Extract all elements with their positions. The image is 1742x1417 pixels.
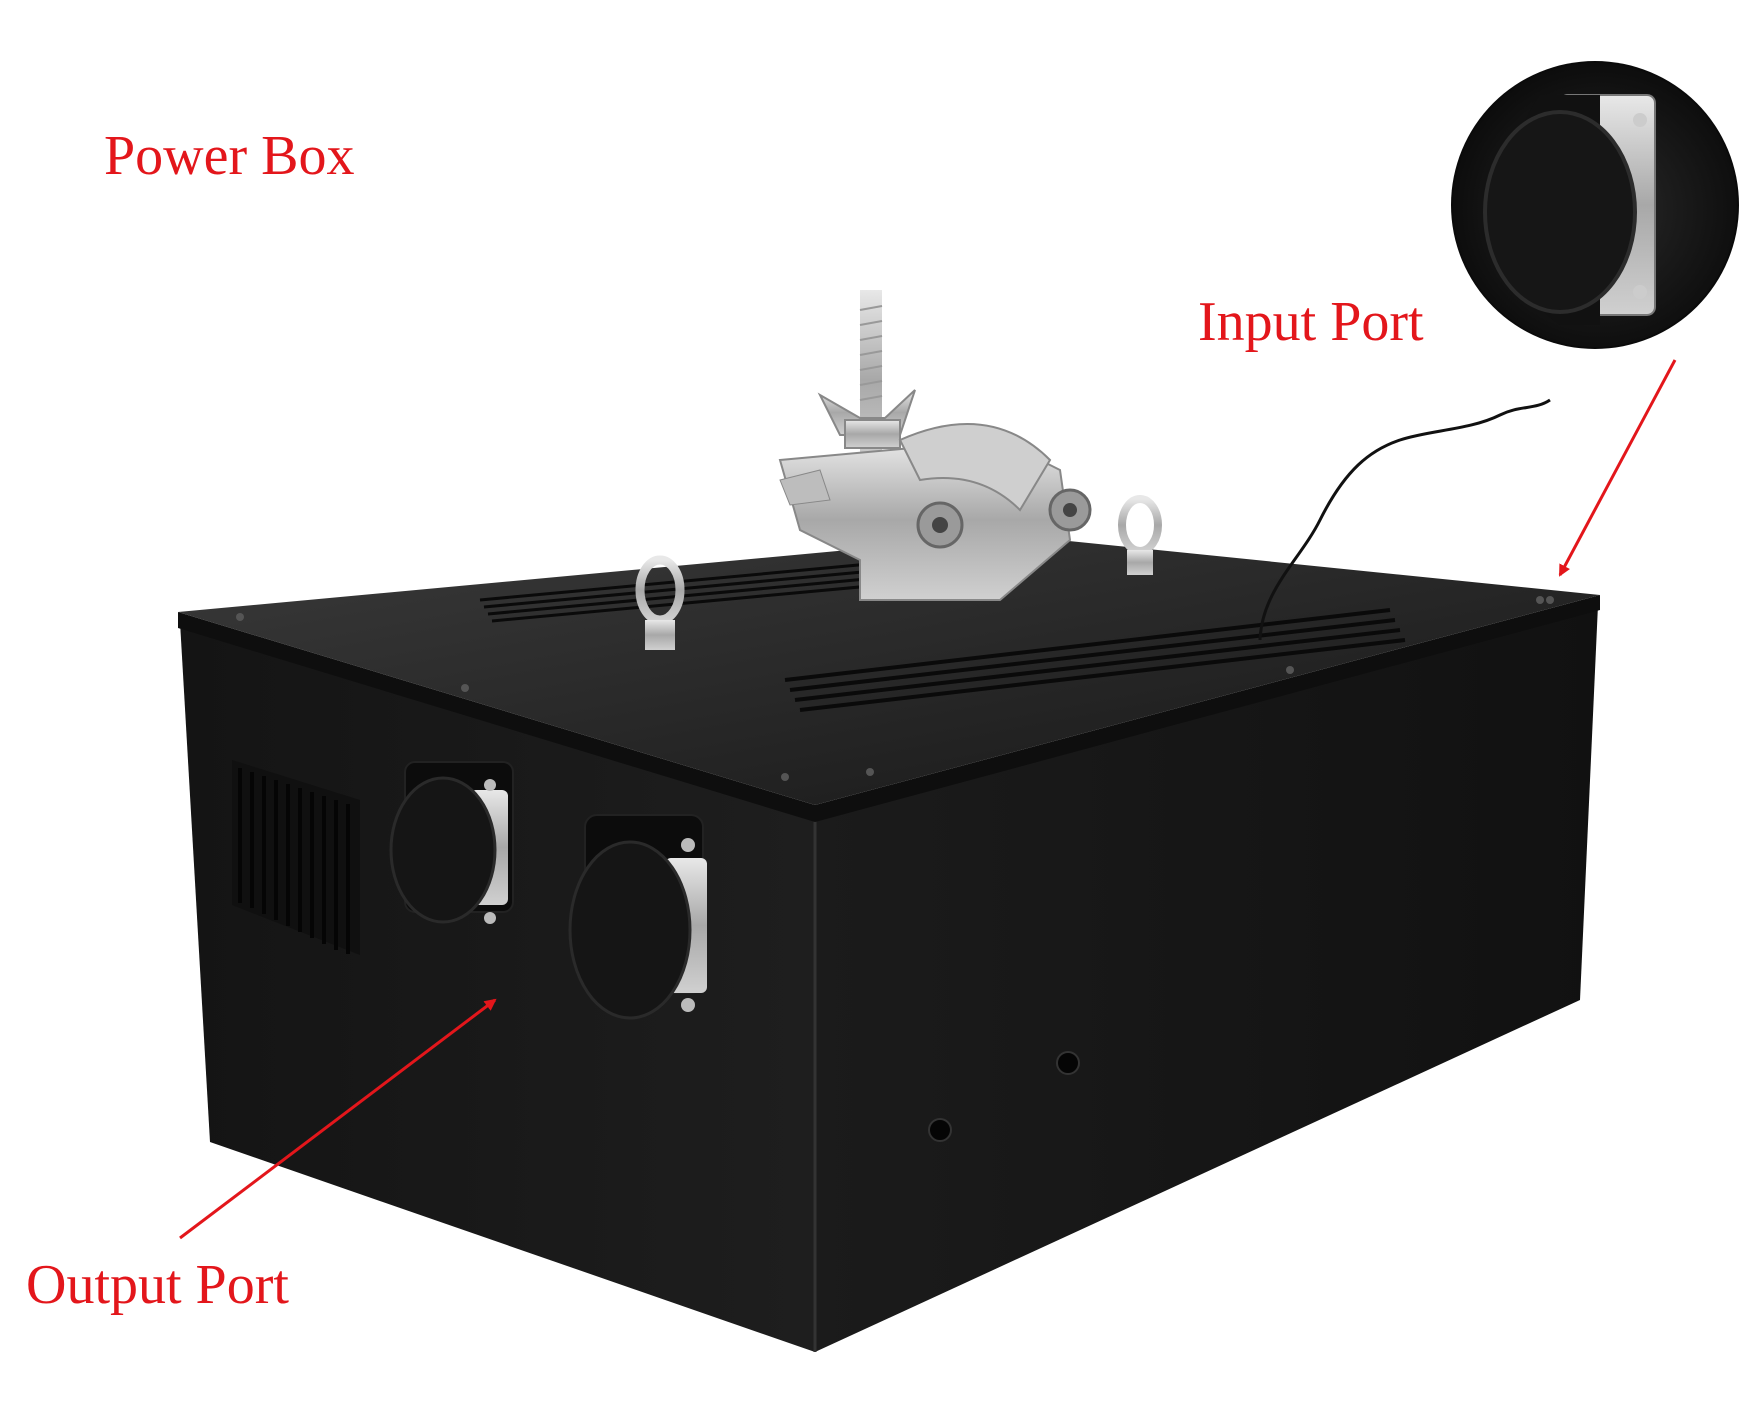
eyebolt-left <box>635 555 685 650</box>
box-lid-rim <box>178 595 1600 822</box>
truss-clamp <box>778 290 1092 601</box>
output-port-2 <box>568 814 707 1020</box>
box-right-face <box>815 605 1598 1352</box>
input-port-arrow <box>1558 359 1677 577</box>
input-port-inset <box>1451 61 1739 349</box>
eyebolt-right <box>1118 495 1162 575</box>
output-port-1 <box>389 761 514 924</box>
input-port-label: Input Port <box>1198 291 1424 353</box>
power-box-label: Power Box <box>104 125 355 187</box>
side-screws <box>928 1051 1080 1142</box>
lid-screws <box>236 596 1554 781</box>
side-vent-grille <box>232 760 360 955</box>
top-vent-front <box>784 608 1406 712</box>
antenna-wire <box>1258 398 1551 641</box>
output-port-label: Output Port <box>26 1254 289 1316</box>
output-port-arrow <box>179 998 497 1240</box>
box-body <box>178 535 1600 1352</box>
